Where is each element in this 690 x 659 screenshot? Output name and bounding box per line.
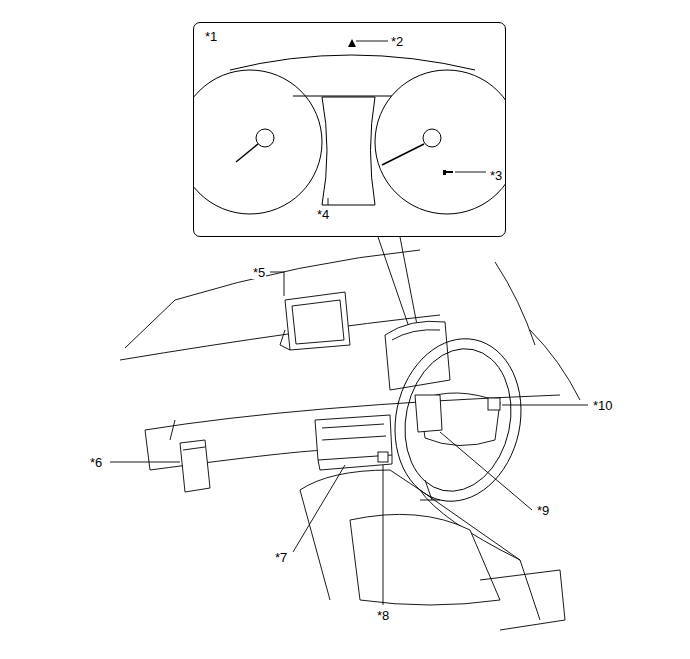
callout-number: *5 (252, 266, 266, 279)
callout-number: *9 (536, 504, 550, 517)
callout-number: *4 (316, 208, 330, 221)
callout-number: *6 (89, 456, 103, 469)
callout-number: *3 (489, 169, 503, 182)
callout-number: *10 (592, 399, 614, 412)
callout-number: *1 (204, 30, 218, 43)
detail-inset: *1 *2 *3 *4 (193, 22, 506, 237)
callout-number: *8 (376, 609, 390, 622)
callout-number: *7 (274, 551, 288, 564)
callout-number: *2 (390, 35, 404, 48)
